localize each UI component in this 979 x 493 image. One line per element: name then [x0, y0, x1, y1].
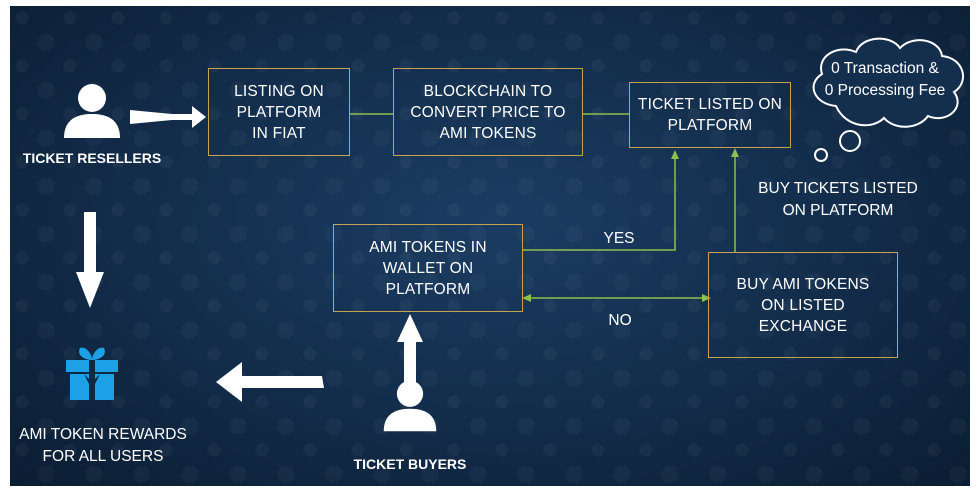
arrowhead-no-right	[702, 294, 711, 302]
callout-text: 0 Transaction & 0 Processing Fee	[824, 60, 946, 99]
gift-icon	[66, 347, 118, 400]
arrow-buyers-to-rewards	[216, 362, 324, 402]
arrow-buyers-up	[397, 314, 423, 382]
diagram-slide: TICKET RESELLERS TICKET BUYERS AMI TOKEN…	[10, 6, 970, 486]
listing-on-platform-box: LISTING ON PLATFORM IN FIAT	[208, 68, 350, 156]
edge-label-yes: YES	[603, 230, 635, 247]
arrowhead-no-left	[522, 294, 531, 302]
person-icon	[64, 84, 120, 138]
buy-ami-tokens-box: BUY AMI TOKENS ON LISTED EXCHANGE	[708, 252, 898, 358]
ticket-buyers-label: TICKET BUYERS	[353, 456, 467, 472]
blockchain-convert-box: BLOCKCHAIN TO CONVERT PRICE TO AMI TOKEN…	[393, 68, 583, 156]
connectors	[76, 37, 964, 402]
arrow-resellers-to-listing	[130, 106, 206, 128]
thought-cloud-icon	[812, 37, 964, 162]
ami-token-rewards-label: AMI TOKEN REWARDS FOR ALL USERS	[19, 426, 187, 465]
arrow-resellers-down	[76, 212, 104, 308]
ami-tokens-wallet-box: AMI TOKENS IN WALLET ON PLATFORM	[333, 224, 523, 312]
ticket-resellers-label: TICKET RESELLERS	[22, 150, 162, 166]
arrowhead-yes	[671, 150, 679, 159]
person-icon	[383, 380, 437, 432]
arrowhead-exchange-up	[731, 148, 739, 157]
edge-wallet-yes	[522, 154, 676, 251]
edge-label-buy-listed: BUY TICKETS LISTED ON PLATFORM	[758, 180, 918, 219]
edge-label-no: NO	[608, 312, 632, 329]
ticket-listed-box: TICKET LISTED ON PLATFORM	[629, 82, 791, 148]
